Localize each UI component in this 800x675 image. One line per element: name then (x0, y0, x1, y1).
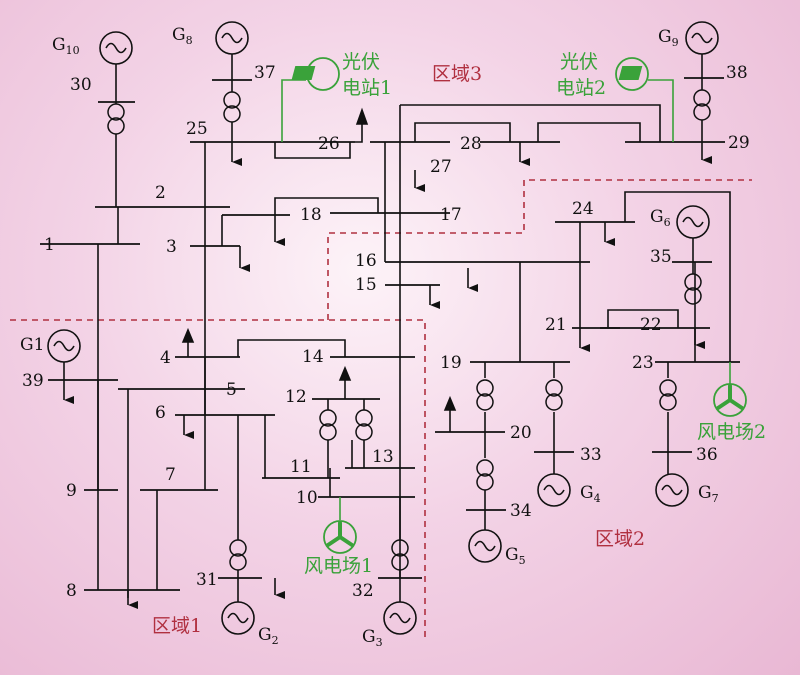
bus-label-26: 26 (318, 134, 340, 154)
transmission-lines (97, 104, 731, 598)
bus-label-29: 29 (728, 133, 750, 153)
bus-label-2: 2 (155, 183, 166, 203)
bus-label-35: 35 (650, 247, 672, 267)
transformers (107, 78, 711, 578)
bus-label-8: 8 (66, 581, 77, 601)
gen-label-G3: G3 (362, 627, 383, 649)
bus-label-25: 25 (186, 119, 208, 139)
bus-label-17: 17 (440, 205, 462, 225)
bus-label-13: 13 (372, 447, 394, 467)
bus-label-38: 38 (726, 63, 748, 83)
bus-label-24: 24 (572, 199, 594, 219)
bus-label-15: 15 (355, 275, 377, 295)
generator-symbols (47, 21, 719, 635)
wind2-label: 风电场2 (697, 421, 766, 443)
bus-label-37: 37 (254, 63, 276, 83)
pv1-label-line1: 光伏 (342, 51, 380, 73)
bus-label-3: 3 (166, 237, 177, 257)
bus-label-5: 5 (226, 380, 237, 400)
generator-labels: G10 G8 G9 G6 G1 G4 G5 G7 G2 G3 (20, 25, 719, 649)
bus-label-7: 7 (165, 465, 176, 485)
bus-label-12: 12 (285, 387, 307, 407)
bus-label-19: 19 (440, 353, 462, 373)
gen-label-G6: G6 (650, 207, 671, 229)
bus-bars (40, 77, 740, 591)
wind-farm-2 (713, 362, 747, 417)
bus-label-36: 36 (696, 445, 718, 465)
wind1-label: 风电场1 (304, 555, 373, 577)
bus-label-34: 34 (510, 501, 532, 521)
region-boundary-2 (327, 179, 752, 320)
gen-label-G2: G2 (258, 625, 279, 647)
bus-label-33: 33 (580, 445, 602, 465)
bus-label-1: 1 (44, 235, 55, 255)
pv-station-2 (615, 57, 674, 142)
region-boundary-1 (10, 319, 426, 640)
wind-farm-1 (323, 497, 357, 554)
bus-label-10: 10 (296, 488, 318, 508)
bus-label-21: 21 (545, 315, 567, 335)
bus-label-32: 32 (352, 581, 374, 601)
bus-label-6: 6 (155, 403, 166, 423)
pv1-label-line2: 电站1 (342, 77, 392, 99)
pv2-label-line2: 电站2 (556, 77, 606, 99)
gen-label-G4: G4 (580, 483, 601, 505)
pv2-label-line1: 光伏 (560, 51, 598, 73)
region-label-3: 区域3 (432, 63, 482, 85)
gen-label-G9: G9 (658, 27, 679, 49)
bus-label-16: 16 (355, 251, 377, 271)
bus-label-20: 20 (510, 423, 532, 443)
bus-label-14: 14 (302, 347, 324, 367)
bus-label-9: 9 (66, 481, 77, 501)
region-label-2: 区域2 (595, 528, 645, 550)
region-label-1: 区域1 (152, 615, 202, 637)
bus-label-4: 4 (160, 348, 171, 368)
bus-label-22: 22 (640, 315, 662, 335)
bus-label-30: 30 (70, 75, 92, 95)
bus-label-23: 23 (632, 353, 654, 373)
bus-label-39: 39 (22, 371, 44, 391)
gen-label-G5: G5 (505, 545, 526, 567)
bus-label-31: 31 (196, 570, 218, 590)
bus-label-28: 28 (460, 134, 482, 154)
gen-label-G10: G10 (52, 35, 80, 57)
bus-label-27: 27 (430, 157, 452, 177)
gen-label-G1: G1 (20, 335, 44, 355)
bus-label-11: 11 (290, 457, 312, 477)
pv-station-1 (281, 57, 340, 142)
load-arrows (63, 107, 712, 609)
gen-label-G7: G7 (698, 483, 719, 505)
bus-labels: 1 2 3 4 5 6 7 8 9 10 11 12 13 14 15 16 1… (22, 63, 750, 601)
bus-label-18: 18 (300, 205, 322, 225)
gen-label-G8: G8 (172, 25, 193, 47)
